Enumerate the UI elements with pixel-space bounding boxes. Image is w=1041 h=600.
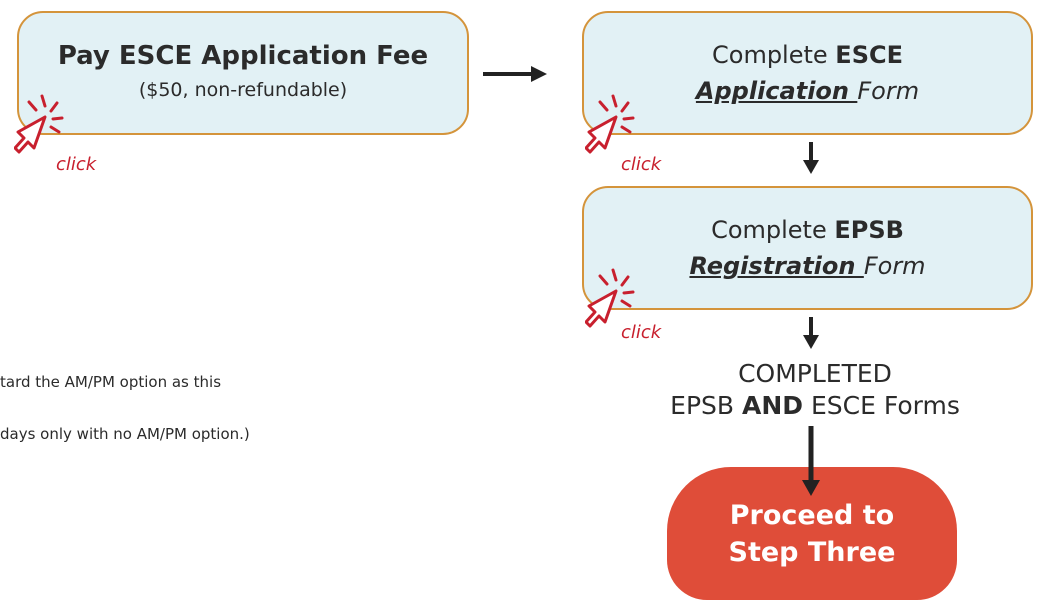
arrow-right-icon [483,66,547,82]
epsb-heading-bold: EPSB [834,216,904,244]
completed-label: COMPLETED [738,359,892,388]
pay-fee-title: Pay ESCE Application Fee [57,41,429,71]
proceed-line1: Proceed to [729,499,895,531]
pointer-click-icon[interactable] [14,94,76,158]
esce-application-box[interactable]: Complete ESCE Application Form [582,11,1033,135]
side-note-line: tard the AM/PM option as this [0,373,222,391]
epsb-box-heading: Complete EPSB [584,216,1031,244]
epsb-form-word: Form [863,252,926,280]
click-label: click [56,154,97,175]
side-note-line: days only with no AM/PM option.) [0,425,250,443]
epsb-heading-prefix: Complete [711,216,835,244]
esce-box-heading: Complete ESCE [584,41,1031,69]
pay-fee-subtitle: ($50, non-refundable) [138,79,348,101]
esce-form-line: Application Form [584,77,1031,105]
arrow-down-icon [803,142,819,174]
pay-fee-box[interactable]: Pay ESCE Application Fee ($50, non-refun… [17,11,469,135]
esce-heading-prefix: Complete [712,41,836,69]
pointer-click-icon[interactable] [585,94,647,158]
completed-forms-line: EPSB AND ESCE Forms [620,389,1010,423]
completed-bold: AND [742,391,804,420]
arrow-down-icon [802,426,820,496]
click-label: click [621,154,662,175]
registration-form-link[interactable]: Registration [689,252,864,280]
arrow-down-icon [803,317,819,349]
completed-forms-text: COMPLETED EPSB AND ESCE Forms [620,358,1010,423]
epsb-registration-box[interactable]: Complete EPSB Registration Form [582,186,1033,310]
esce-heading-bold: ESCE [835,41,903,69]
completed-suffix: ESCE Forms [803,391,960,420]
application-form-link[interactable]: Application [695,77,858,105]
click-label: click [621,322,662,343]
proceed-line2: Step Three [728,536,896,568]
pointer-click-icon[interactable] [585,268,647,332]
esce-form-word: Form [857,77,920,105]
completed-prefix: EPSB [670,391,742,420]
epsb-form-line: Registration Form [584,252,1031,280]
